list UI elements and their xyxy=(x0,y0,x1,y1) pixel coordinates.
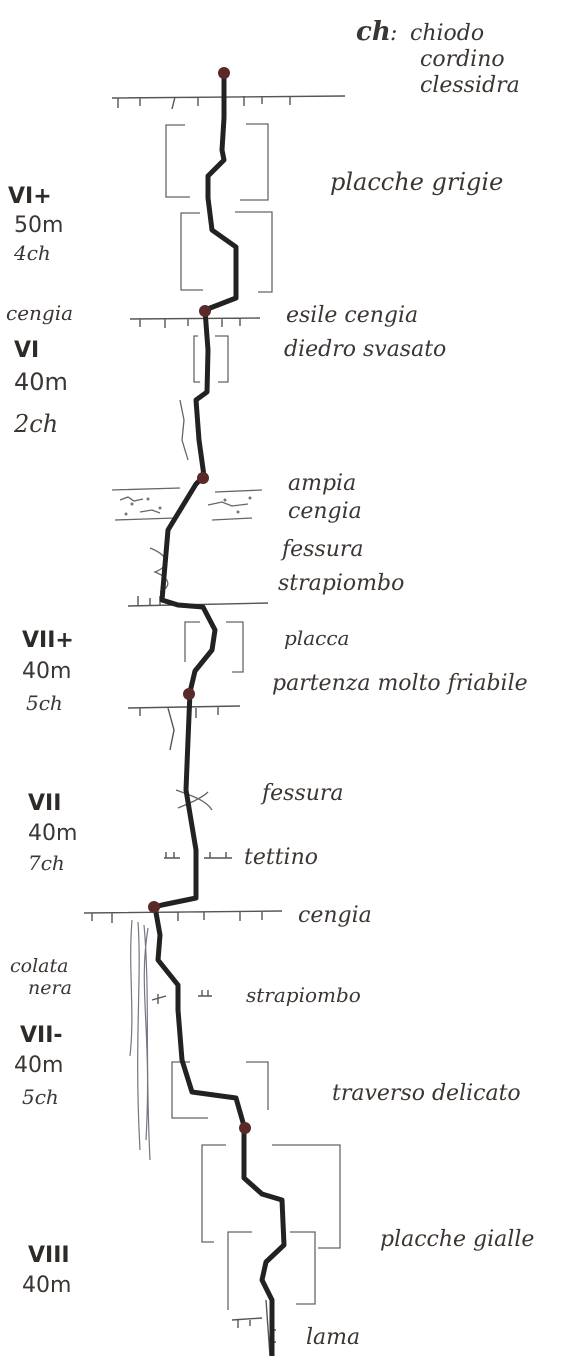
belay-station-3 xyxy=(183,688,195,700)
pitch-2-length: 40m xyxy=(14,368,68,396)
route-segment-2 xyxy=(193,307,211,479)
lama-mark xyxy=(231,1299,276,1356)
fessura-2-label: fessura xyxy=(260,781,344,806)
pitch-4-length: 40m xyxy=(28,821,77,846)
belay-station-1 xyxy=(199,305,211,317)
cengia-2-label: cengia xyxy=(298,903,372,928)
pitch-1-info: VI+ 50m 4ch xyxy=(8,184,63,265)
pitch-1-pegs: 4ch xyxy=(13,241,51,265)
esile-cengia-ledge xyxy=(129,317,261,328)
route-segment-5 xyxy=(152,904,247,1129)
fessura-1-label: fessura xyxy=(280,537,364,562)
pitch2-crack xyxy=(179,399,189,461)
cengia-2-ledge xyxy=(83,910,283,923)
pitch3-top-ledge xyxy=(127,705,241,751)
feature-labels: placche grigie esile cengia diedro svasa… xyxy=(244,168,534,1350)
pitch-4-pegs: 7ch xyxy=(28,851,65,875)
legend-separator: : xyxy=(390,21,397,46)
pitch-6-grade: VIII xyxy=(28,1243,70,1268)
strapiombo-2-marks xyxy=(151,990,212,1004)
colata-label-line1: colata xyxy=(10,955,68,977)
legend-abbrev: ch xyxy=(356,17,391,47)
route-segment-4 xyxy=(152,689,199,910)
colata-nera-label: colata nera xyxy=(10,955,72,999)
rock-features xyxy=(83,95,346,1356)
pitch-5-pegs: 5ch xyxy=(22,1085,59,1109)
tettino-mark xyxy=(164,852,232,859)
legend-item-chiodo: chiodo xyxy=(410,21,484,46)
belay-station-0 xyxy=(218,67,230,79)
pitch-3-length: 40m xyxy=(22,659,71,684)
strapiombo-2-label: strapiombo xyxy=(246,983,361,1007)
pitch-4-grade: VII xyxy=(28,791,61,816)
partenza-label: partenza molto friabile xyxy=(272,671,528,696)
pitch-3-pegs: 5ch xyxy=(26,691,63,715)
pitch-6-info: VIII 40m xyxy=(22,1243,71,1298)
route-segment-3 xyxy=(159,473,218,695)
pitch-5-grade: VII- xyxy=(20,1023,63,1048)
placca-label: placca xyxy=(284,626,349,650)
lama-label: lama xyxy=(306,1325,360,1350)
placche-gialle-lower-brackets xyxy=(227,1231,316,1310)
ampia-label: ampia xyxy=(288,471,356,496)
diedro-svasato-label: diedro svasato xyxy=(284,337,446,362)
fessura-2-mark xyxy=(175,789,213,811)
cengia-1-label: cengia xyxy=(288,499,362,524)
tettino-label: tettino xyxy=(244,845,318,870)
belay-station-4 xyxy=(148,901,160,913)
placca-brackets xyxy=(184,621,244,673)
pitch-5-length: 40m xyxy=(14,1053,63,1078)
pitch-6-length: 40m xyxy=(22,1273,71,1298)
pitch-1-length: 50m xyxy=(14,213,63,238)
belay-stations xyxy=(148,67,251,1134)
colata-nera-streaks xyxy=(129,919,151,1161)
pitch-4-info: VII 40m 7ch xyxy=(28,791,77,875)
pitch-2-pegs: 2ch xyxy=(13,410,58,438)
route-line xyxy=(152,70,287,1356)
diedro-brackets xyxy=(193,335,229,383)
pitch-3-grade: VII+ xyxy=(22,628,74,653)
route-segment-1 xyxy=(202,70,239,313)
legend: ch : chiodo cordino clessidra xyxy=(356,17,520,98)
pitch1-lower-brackets xyxy=(180,211,273,293)
colata-label-line2: nera xyxy=(28,977,72,999)
belay-station-2 xyxy=(197,472,209,484)
pitch-3-info: VII+ 40m 5ch xyxy=(22,628,74,715)
cengia-left-label: cengia xyxy=(6,301,73,325)
legend-item-cordino: cordino xyxy=(420,47,505,72)
pitch-5-info: VII- 40m 5ch xyxy=(14,1023,63,1109)
pitch-1-grade: VI+ xyxy=(8,184,52,209)
pitch1-upper-brackets xyxy=(165,123,269,201)
placche-grigie-label: placche grigie xyxy=(330,168,503,196)
legend-item-clessidra: clessidra xyxy=(420,73,520,98)
belay-station-5 xyxy=(239,1122,251,1134)
pitch-2-grade: VI xyxy=(14,338,39,363)
placche-gialle-label: placche gialle xyxy=(380,1227,534,1252)
fessura-1-mark xyxy=(149,547,169,593)
placche-gialle-upper-brackets xyxy=(201,1144,341,1249)
top-ledge xyxy=(111,95,346,110)
esile-cengia-label: esile cengia xyxy=(286,303,418,328)
traverso-label: traverso delicato xyxy=(332,1081,521,1106)
route-segment-6 xyxy=(241,1123,287,1356)
strapiombo-1-label: strapiombo xyxy=(278,571,404,596)
ampia-cengia-rubble xyxy=(111,487,263,521)
pitch-2-info: VI 40m 2ch xyxy=(13,338,68,438)
